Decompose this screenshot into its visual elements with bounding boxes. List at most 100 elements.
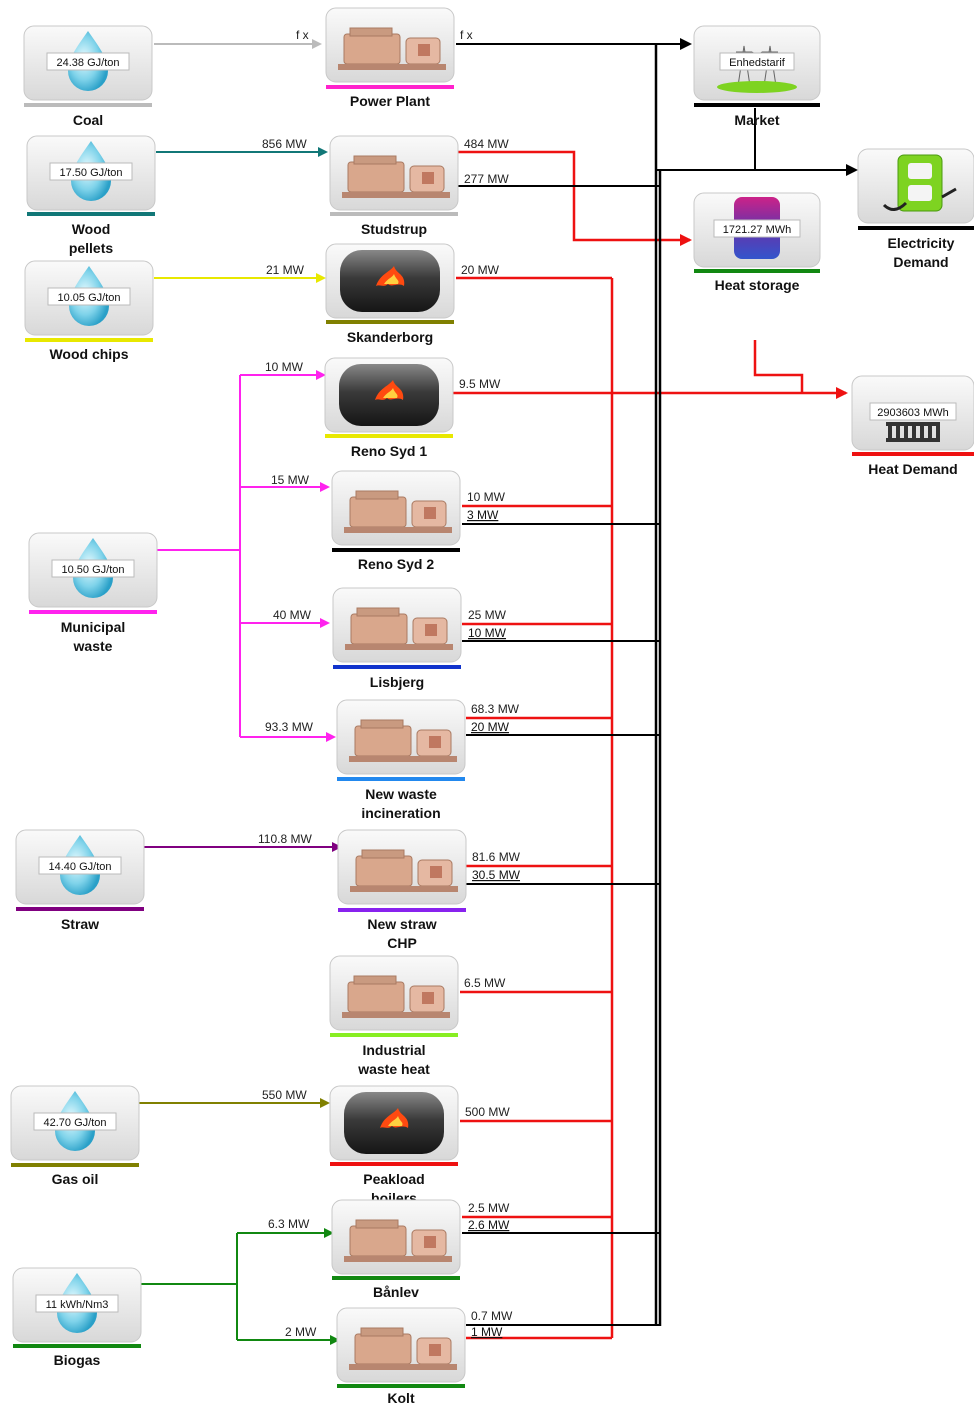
- input-line-waste: [157, 374, 334, 737]
- electricity-demand-line2: Demand: [893, 254, 948, 270]
- input-label: 93.3 MW: [265, 720, 314, 734]
- plant-card-studstrup[interactable]: Studstrup: [329, 135, 459, 237]
- fuel-input-lines: [139, 39, 340, 1340]
- heat-line-studstrup: [458, 150, 692, 246]
- value-box: [38, 856, 122, 875]
- plant-name: Bånlev: [373, 1284, 419, 1300]
- plant-card-industrial-waste-heat[interactable]: Industrial waste heat: [329, 955, 459, 1077]
- input-label: 2 MW: [285, 1325, 317, 1339]
- plant-name: Reno Syd 1: [351, 443, 427, 459]
- plant-card-lisbjerg[interactable]: Lisbjerg: [332, 587, 462, 690]
- boiler-icon: [340, 250, 440, 312]
- market-value: Enhedstarif: [729, 57, 786, 69]
- fuel-card-wood-chips[interactable]: 10.05 GJ/ton Wood chips: [24, 260, 154, 362]
- color-bar: [13, 1344, 141, 1348]
- plant-name-line2: incineration: [361, 805, 440, 821]
- fuel-name-line2: waste: [73, 638, 113, 654]
- electricity-demand-line1: Electricity: [888, 235, 955, 251]
- color-bar: [694, 103, 820, 107]
- input-label: 856 MW: [262, 137, 307, 151]
- electricity-network: [456, 38, 858, 1326]
- output-label: 20 MW: [461, 263, 500, 277]
- electricity-demand-card[interactable]: Electricity Demand: [857, 148, 974, 270]
- fuel-card-straw[interactable]: 14.40 GJ/ton Straw: [15, 829, 145, 932]
- value-box: [46, 52, 130, 71]
- plant-card-power-plant[interactable]: Power Plant: [325, 7, 455, 109]
- color-bar: [27, 212, 155, 216]
- plant-card-peakload-boilers[interactable]: Peakload boilers: [329, 1085, 459, 1206]
- engine-icon: [349, 719, 457, 762]
- color-bar: [852, 452, 974, 456]
- plant-card-reno-syd-2[interactable]: Reno Syd 2: [331, 470, 461, 572]
- input-line-biogas: [141, 1232, 338, 1340]
- color-bar: [333, 665, 461, 669]
- output-label: 20 MW: [471, 720, 510, 734]
- engine-icon: [349, 1327, 457, 1370]
- value-box: [35, 1294, 119, 1313]
- input-labels: f x 856 MW 21 MW 10 MW 15 MW 40 MW 93.3 …: [258, 28, 317, 1339]
- output-label: 68.3 MW: [471, 702, 520, 716]
- plant-name-line1: Industrial: [362, 1042, 425, 1058]
- plant-name: Power Plant: [350, 93, 430, 109]
- input-label: 6.3 MW: [268, 1217, 310, 1231]
- output-label: 1 MW: [471, 1325, 503, 1339]
- fuel-card-gas-oil[interactable]: 42.70 GJ/ton Gas oil: [10, 1085, 140, 1187]
- color-bar: [858, 226, 974, 230]
- boiler-icon: [344, 1092, 444, 1154]
- fuel-value: 11 kWh/Nm3: [46, 1299, 109, 1311]
- market-card[interactable]: Enhedstarif Market: [693, 25, 821, 128]
- color-bar: [332, 548, 460, 552]
- color-bar: [325, 434, 453, 438]
- heat-demand-name: Heat Demand: [868, 461, 957, 477]
- plant-card-banlev[interactable]: Bånlev: [331, 1199, 461, 1300]
- plant-card-reno-syd-1[interactable]: Reno Syd 1: [324, 357, 454, 459]
- fuel-name: Coal: [73, 112, 103, 128]
- value-box: [33, 1112, 117, 1131]
- color-bar: [694, 269, 820, 273]
- fuel-name: Gas oil: [52, 1171, 99, 1187]
- input-label: 110.8 MW: [258, 832, 312, 846]
- color-bar: [330, 212, 458, 216]
- fuel-value: 14.40 GJ/ton: [49, 861, 112, 873]
- plant-card-new-straw-chp[interactable]: New straw CHP: [337, 829, 467, 951]
- output-labels: f x 484 MW 277 MW 20 MW 9.5 MW 10 MW 3 M…: [459, 28, 521, 1339]
- color-bar: [337, 1384, 465, 1388]
- output-label: 30.5 MW: [472, 868, 521, 882]
- fuel-card-municipal-waste[interactable]: 10.50 GJ/ton Municipal waste: [28, 532, 158, 654]
- color-bar: [337, 777, 465, 781]
- fuel-value: 10.05 GJ/ton: [58, 292, 121, 304]
- heat-line-storage-to-demand: [753, 340, 804, 393]
- engine-icon: [342, 155, 450, 198]
- plant-name-line1: New waste: [365, 786, 437, 802]
- plant-name: Lisbjerg: [370, 674, 424, 690]
- output-label: f x: [460, 28, 473, 42]
- output-label: 81.6 MW: [472, 850, 521, 864]
- plant-card-skanderborg[interactable]: Skanderborg: [325, 243, 455, 345]
- output-label: 3 MW: [467, 508, 499, 522]
- output-label: 484 MW: [464, 137, 509, 151]
- output-label: 10 MW: [467, 490, 506, 504]
- heat-storage-card[interactable]: 1721.27 MWh Heat storage: [693, 192, 821, 293]
- engine-icon: [344, 1219, 452, 1262]
- color-bar: [330, 1033, 458, 1037]
- fuel-card-wood-pellets[interactable]: 17.50 GJ/ton Wood pellets: [26, 135, 156, 256]
- heat-storage-value: 1721.27 MWh: [723, 224, 791, 236]
- value-box: [719, 52, 795, 71]
- heat-demand-card[interactable]: 2903603 MWh Heat Demand: [851, 375, 974, 477]
- plant-card-kolt[interactable]: Kolt: [336, 1307, 466, 1405]
- output-label: 6.5 MW: [464, 976, 506, 990]
- plant-card-new-waste-incineration[interactable]: New waste incineration: [336, 699, 466, 821]
- plant-name: Reno Syd 2: [358, 556, 434, 572]
- plant-name: Studstrup: [361, 221, 427, 237]
- output-label: 25 MW: [468, 608, 507, 622]
- engine-icon: [345, 607, 453, 650]
- fuel-card-coal[interactable]: 24.38 GJ/ton Coal: [23, 25, 153, 128]
- engine-icon: [350, 849, 458, 892]
- color-bar: [25, 338, 153, 342]
- fuel-name-line1: Wood: [72, 221, 111, 237]
- fuel-value: 24.38 GJ/ton: [57, 57, 120, 69]
- engine-icon: [344, 490, 452, 533]
- fuel-card-biogas[interactable]: 11 kWh/Nm3 Biogas: [12, 1267, 142, 1368]
- input-label: 21 MW: [266, 263, 305, 277]
- plant-name: Kolt: [387, 1390, 415, 1405]
